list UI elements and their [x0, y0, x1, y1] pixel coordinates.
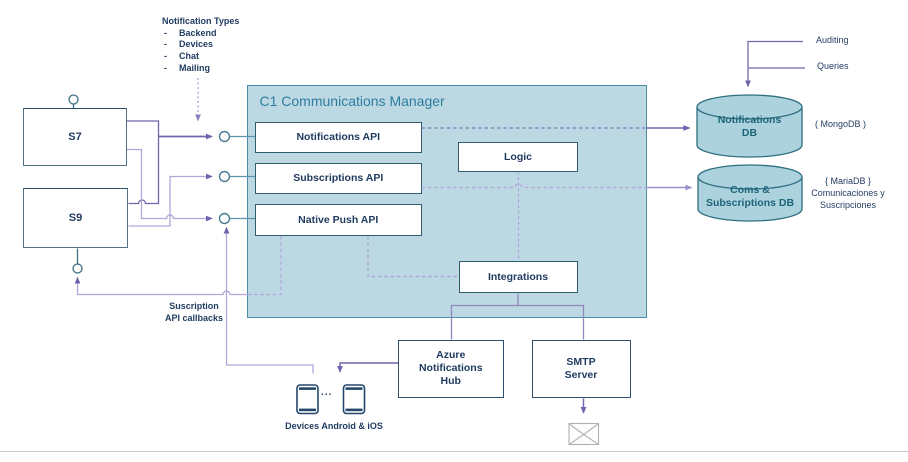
- callbacks-line2: API callbacks: [164, 313, 224, 323]
- connector-s7-s9: [127, 120, 160, 205]
- s9-bottom-interface: [72, 248, 83, 274]
- notifications-api-box: Notifications API: [255, 122, 422, 153]
- devices-ellipsis: ...: [321, 387, 333, 398]
- coms-db-line1: Coms &: [730, 184, 770, 196]
- envelope-icon: [568, 422, 600, 446]
- coms-db-label: Coms & Subscriptions DB: [698, 176, 802, 218]
- coms-db-line2: Subscriptions DB: [705, 197, 795, 209]
- smtp-server-box: SMTP Server: [531, 339, 631, 398]
- azure-line2: Notifications: [418, 362, 483, 375]
- phone-icon: [296, 384, 319, 415]
- phone-icon: [342, 384, 366, 415]
- azure-line1: Azure: [436, 349, 466, 362]
- devices-label: Devices Android & iOS: [285, 421, 383, 431]
- service-s7-box: S7: [23, 108, 127, 166]
- smtp-line1: SMTP: [566, 355, 596, 368]
- integrations-label: Integrations: [487, 270, 549, 283]
- arrow-devices-to-native-push: [223, 226, 314, 374]
- service-s9-box: S9: [23, 188, 128, 248]
- notifications-db-line1: Notifications: [717, 114, 782, 126]
- connector-integrations-to-external: [450, 293, 585, 340]
- service-s9-label: S9: [68, 212, 83, 224]
- mariadb-label: { MariaDB } Comunicaciones y Suscripcion…: [798, 175, 898, 211]
- azure-line3: Hub: [440, 375, 461, 388]
- dashed-native-push-to-integrations: [367, 236, 458, 278]
- mariadb-desc2: Suscripciones: [819, 199, 877, 210]
- subscriptions-api-label: Subscriptions API: [293, 172, 384, 185]
- notifications-api-label: Notifications API: [296, 131, 381, 144]
- service-s7-label: S7: [68, 131, 82, 143]
- arrow-auditing-to-db: [745, 40, 803, 88]
- native-push-api-box: Native Push API: [255, 203, 422, 236]
- subscription-callbacks-label: Suscription API callbacks: [159, 300, 229, 324]
- callback-dashed-segment: [248, 236, 282, 296]
- s7-top-interface: [68, 94, 79, 108]
- callbacks-line1: Suscription: [169, 301, 219, 311]
- notifications-db-label: Notifications DB: [697, 106, 802, 148]
- smtp-line2: Server: [564, 368, 598, 381]
- notification-type-item: Backend: [162, 28, 239, 40]
- native-push-api-label: Native Push API: [298, 213, 379, 226]
- notification-types-title: Notification Types: [162, 16, 240, 26]
- notification-types-list: Notification Types Backend Devices Chat …: [162, 16, 239, 75]
- arrow-s7-to-native-push-api: [127, 148, 213, 222]
- notification-type-item: Chat: [162, 51, 239, 63]
- notification-type-item: Mailing: [162, 63, 239, 75]
- mongodb-label: ( MongoDB ): [815, 118, 867, 129]
- coms-db-cylinder: [697, 164, 803, 222]
- dashed-subscriptions-api-to-db: [421, 183, 647, 189]
- subscriptions-api-box: Subscriptions API: [255, 163, 422, 194]
- azure-notifications-hub-box: Azure Notifications Hub: [398, 339, 504, 398]
- api-interface-circles: [218, 130, 255, 225]
- container-title: C1 Communications Manager: [259, 93, 445, 109]
- notification-type-item: Devices: [162, 39, 239, 51]
- notifications-db-line2: DB: [741, 127, 758, 139]
- arrow-azure-to-devices: [337, 362, 398, 373]
- auditing-label: Auditing: [816, 34, 849, 45]
- callback-arrow-to-s9-interface: [74, 276, 248, 296]
- mariadb-desc1: Comunicaciones y: [811, 187, 885, 198]
- notifications-db-cylinder: [696, 94, 803, 158]
- integrations-box: Integrations: [458, 261, 578, 293]
- logic-label: Logic: [504, 150, 532, 163]
- arrow-s9-to-subscriptions-api: [128, 173, 213, 227]
- logic-box: Logic: [458, 141, 578, 172]
- mariadb-tech: { MariaDB }: [824, 175, 872, 186]
- queries-label: Queries: [817, 60, 849, 71]
